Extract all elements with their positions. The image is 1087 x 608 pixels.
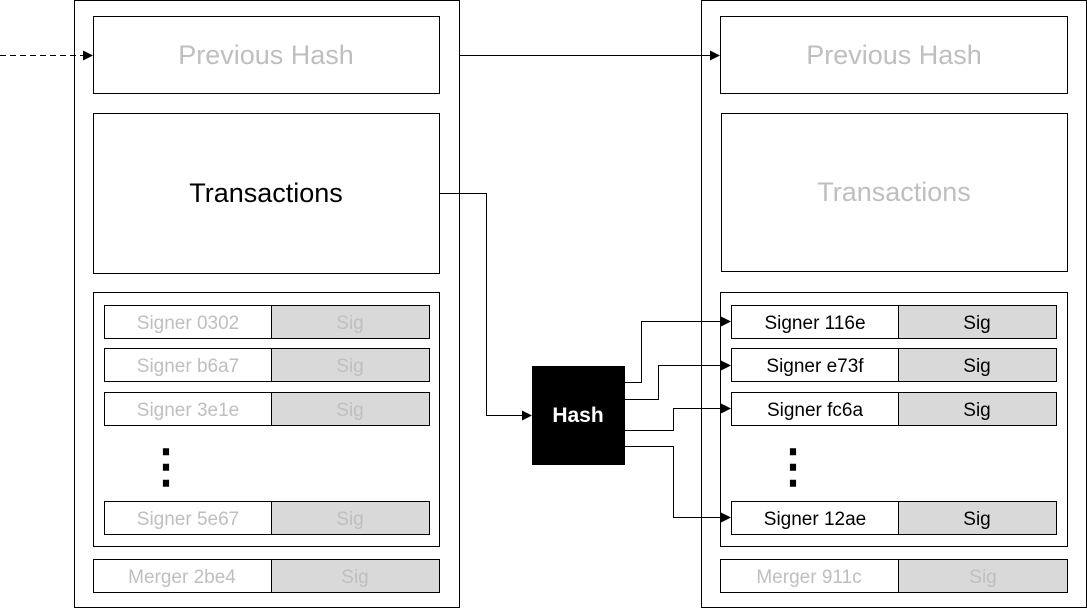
hash-to-signer-0-arrow xyxy=(625,316,731,383)
left-previous-hash-box xyxy=(93,16,440,94)
left-transactions-box xyxy=(93,113,440,274)
right-signer-sig-cell xyxy=(898,348,1057,382)
left-signer-name: Signer 5e67 xyxy=(137,509,239,530)
right-signers-ellipsis: ⋮ xyxy=(770,440,816,492)
right-signer-name: Signer 12ae xyxy=(764,509,866,530)
left-merger-sig-cell xyxy=(271,559,440,593)
left-merger-name: Merger 2be4 xyxy=(128,567,236,588)
left-signer-row: Signer b6a7 Sig xyxy=(104,348,430,382)
right-previous-hash-box xyxy=(720,16,1068,94)
right-transactions-box xyxy=(721,113,1068,272)
left-merger-row: Merger 2be4 Sig xyxy=(93,559,440,593)
right-signer-sig-cell xyxy=(898,392,1057,426)
right-signer-name-cell xyxy=(731,392,899,426)
right-signer-name: Signer 116e xyxy=(764,313,865,334)
left-signer-row: Signer 0302 Sig xyxy=(104,305,430,339)
hash-to-signer-2-arrow xyxy=(625,403,731,431)
left-merger-name-cell xyxy=(93,559,272,593)
left-signer-sig-cell xyxy=(271,392,430,426)
left-signer-sig-cell xyxy=(271,501,430,535)
right-signer-sig: Sig xyxy=(963,509,990,530)
left-signer-name: Signer 3e1e xyxy=(137,400,239,421)
right-signer-sig: Sig xyxy=(963,400,990,421)
left-signer-name-cell xyxy=(104,305,272,339)
left-signer-sig: Sig xyxy=(336,313,363,334)
right-merger-row: Merger 911c Sig xyxy=(720,559,1068,593)
left-signer-sig-cell xyxy=(271,305,430,339)
right-merger-name: Merger 911c xyxy=(756,567,861,588)
left-signers-ellipsis: ⋮ xyxy=(143,440,189,492)
right-signer-row: Signer e73f Sig xyxy=(731,348,1057,382)
right-signer-sig: Sig xyxy=(963,313,990,334)
right-merger-name-cell xyxy=(720,559,899,593)
left-signer-sig: Sig xyxy=(336,400,363,421)
left-signer-sig: Sig xyxy=(336,509,363,530)
hash-label: Hash xyxy=(552,404,603,427)
left-transactions-label: Transactions xyxy=(189,178,343,208)
right-signer-sig: Sig xyxy=(963,356,990,377)
left-signer-name: Signer 0302 xyxy=(137,313,239,334)
right-signer-name-cell xyxy=(731,501,899,535)
right-signer-name-cell xyxy=(731,348,899,382)
left-merger-sig: Sig xyxy=(341,567,368,588)
right-signer-name-cell xyxy=(731,305,899,339)
right-transactions-label: Transactions xyxy=(817,177,971,207)
hash-to-signer-1-arrow xyxy=(625,360,731,400)
left-signer-row: Signer 3e1e Sig xyxy=(104,392,430,426)
right-signer-row: Signer 12ae Sig xyxy=(731,501,1057,535)
right-signer-name: Signer e73f xyxy=(766,356,864,377)
left-signer-name: Signer b6a7 xyxy=(137,356,239,377)
left-signer-sig: Sig xyxy=(336,356,363,377)
hash-box xyxy=(532,366,625,465)
right-previous-hash-label: Previous Hash xyxy=(806,40,982,70)
left-signer-name-cell xyxy=(104,392,272,426)
right-merger-sig: Sig xyxy=(969,567,996,588)
left-signer-sig-cell xyxy=(271,348,430,382)
right-signer-name: Signer fc6a xyxy=(767,400,864,421)
right-signer-sig-cell xyxy=(898,501,1057,535)
hash-to-signer-3-arrow xyxy=(625,446,731,523)
left-signer-row: Signer 5e67 Sig xyxy=(104,501,430,535)
left-signer-name-cell xyxy=(104,348,272,382)
left-previous-hash-label: Previous Hash xyxy=(178,40,354,70)
right-signer-row: Signer fc6a Sig xyxy=(731,392,1057,426)
transactions-to-hash-arrow xyxy=(440,193,532,421)
right-signer-row: Signer 116e Sig xyxy=(731,305,1057,339)
right-signer-sig-cell xyxy=(898,305,1057,339)
right-merger-sig-cell xyxy=(898,559,1068,593)
